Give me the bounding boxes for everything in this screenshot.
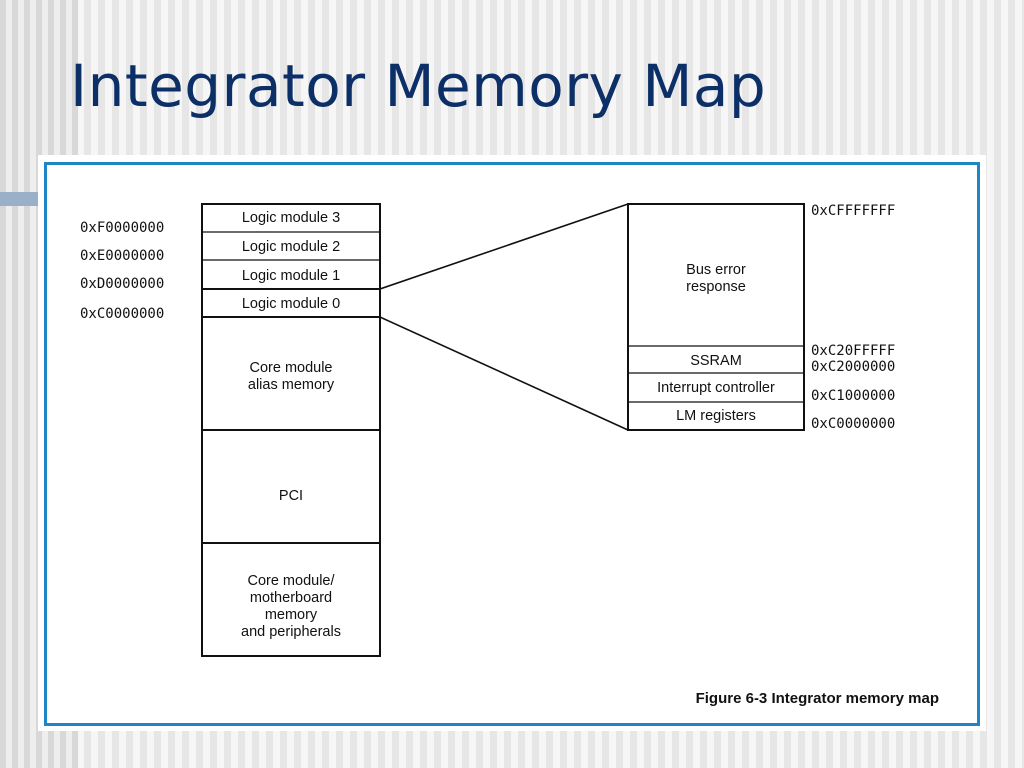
block-logic-module-0: Logic module 0 (242, 296, 340, 312)
label-line: memory (265, 607, 318, 623)
accent-bar (0, 192, 40, 206)
expansion-line-top (379, 203, 629, 290)
block-pci: PCI (279, 488, 303, 504)
address-label: 0xC2000000 (811, 359, 895, 375)
right-addresses: 0xCFFFFFFF 0xC20FFFFF 0xC2000000 0xC1000… (811, 203, 895, 432)
block-interrupt-controller: Interrupt controller (657, 380, 775, 396)
block-logic-module-2: Logic module 2 (242, 239, 340, 255)
address-label: 0xE0000000 (80, 248, 164, 264)
block-lm-registers: LM registers (676, 408, 756, 424)
left-addresses: 0xF0000000 0xE0000000 0xD0000000 0xC0000… (80, 220, 164, 322)
left-block-labels: Logic module 3 Logic module 2 Logic modu… (241, 210, 341, 640)
label-line: and peripherals (241, 624, 341, 640)
block-logic-module-1: Logic module 1 (242, 268, 340, 284)
address-label: 0xC1000000 (811, 388, 895, 404)
right-memory-column (627, 203, 805, 431)
address-label: 0xC0000000 (811, 416, 895, 432)
address-label: 0xD0000000 (80, 276, 164, 292)
expansion-line-bottom (379, 316, 629, 431)
slide-title: Integrator Memory Map (70, 52, 767, 120)
address-label: 0xC20FFFFF (811, 343, 895, 359)
label-line: Core module (249, 360, 332, 376)
label-line: alias memory (248, 377, 335, 393)
address-label: 0xF0000000 (80, 220, 164, 236)
block-ssram: SSRAM (690, 353, 742, 369)
address-label: 0xCFFFFFFF (811, 203, 895, 219)
block-logic-module-3: Logic module 3 (242, 210, 340, 226)
figure-border (44, 162, 980, 726)
right-column-outline (627, 203, 805, 431)
address-label: 0xC0000000 (80, 306, 164, 322)
expansion-lines (379, 203, 629, 431)
label-line: Bus error (686, 262, 746, 278)
label-line: motherboard (250, 590, 332, 606)
label-line: response (686, 279, 746, 295)
figure-caption: Figure 6-3 Integrator memory map (696, 690, 939, 707)
left-memory-column (201, 203, 381, 657)
figure-panel (38, 155, 986, 731)
label-line: Core module/ (247, 573, 335, 589)
